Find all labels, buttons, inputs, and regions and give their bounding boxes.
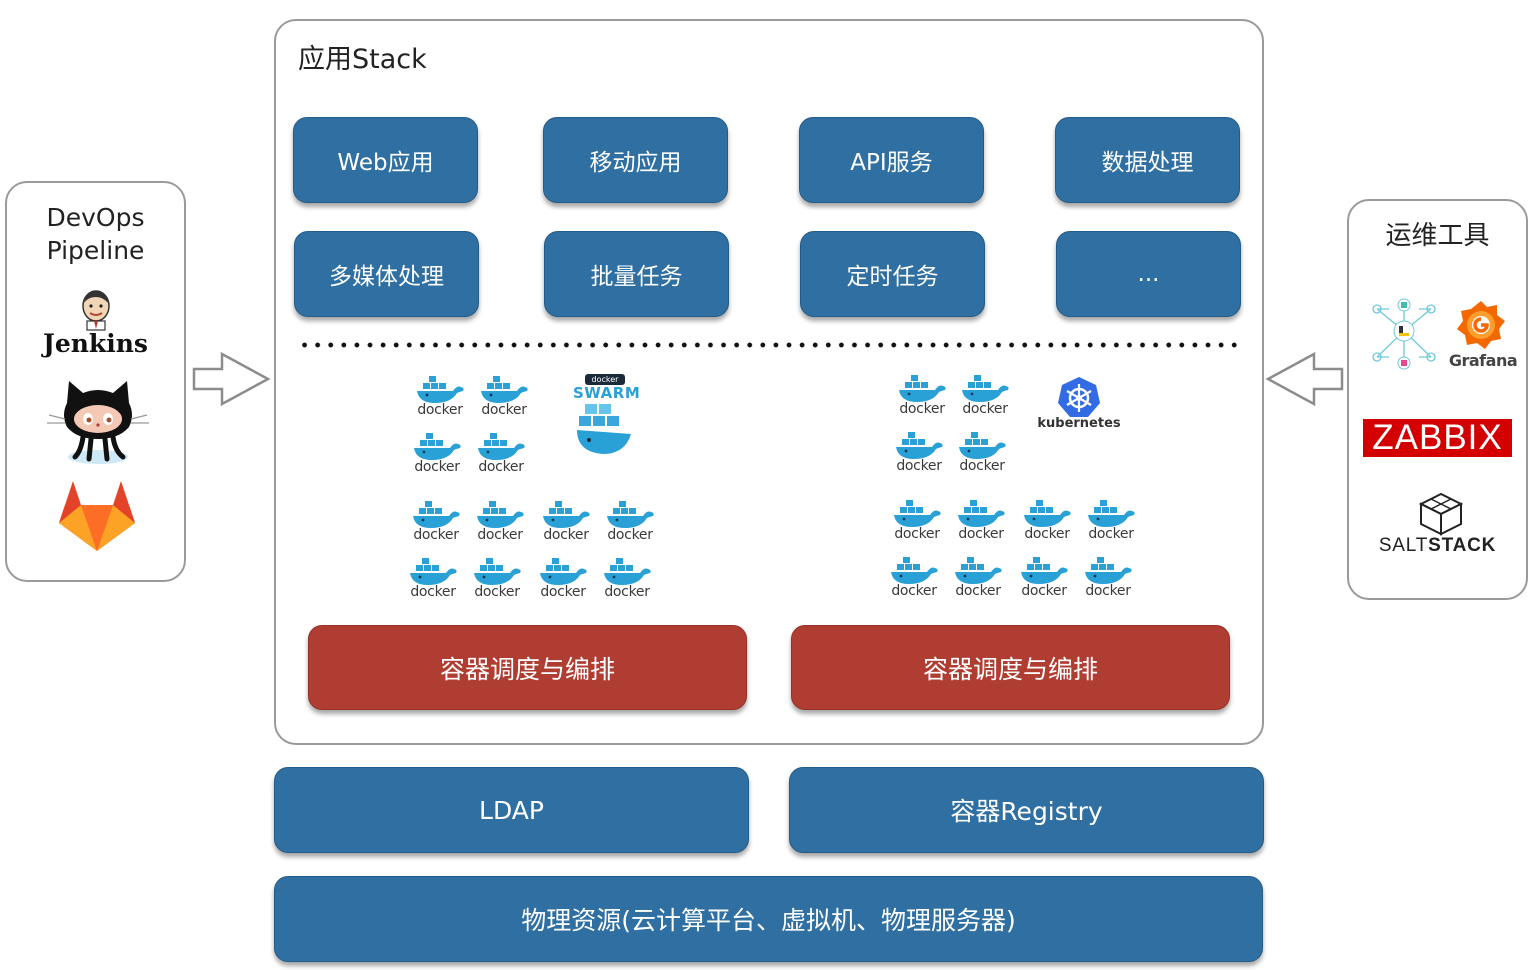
app-stack-title: 应用Stack (298, 44, 427, 75)
swarm-banner: docker (585, 374, 625, 385)
docker-label: docker (1088, 526, 1134, 542)
docker-whale-icon: docker (885, 556, 943, 602)
docker-whale-icon: docker (890, 431, 948, 477)
swarm-whale-icon (577, 404, 631, 454)
docker-label: docker (959, 458, 1005, 474)
docker-whale-icon: docker (893, 374, 951, 420)
docker-whale-icon: docker (888, 499, 946, 545)
ops-tools-panel: 运维工具 Grafana ZABBIX SALTSTACK (1347, 199, 1528, 600)
docker-label: docker (543, 527, 589, 543)
devops-panel: DevOps Pipeline Jenkins (5, 181, 186, 582)
docker-whale-icon: docker (1018, 499, 1076, 545)
docker-label: docker (894, 526, 940, 542)
docker-label: docker (417, 402, 463, 418)
jenkins-icon (82, 290, 110, 331)
docker-label: docker (955, 583, 1001, 599)
docker-label: docker (962, 401, 1008, 417)
app-box-batch[interactable]: 批量任务 (544, 231, 729, 317)
orchestration-box-k8s[interactable]: 容器调度与编排 (791, 625, 1230, 710)
docker-whale-icon: docker (471, 500, 529, 546)
docker-whale-icon: docker (472, 432, 530, 478)
docker-swarm-logo: docker SWARM (573, 374, 641, 458)
docker-label: docker (958, 526, 1004, 542)
elk-icon (1372, 298, 1436, 370)
docker-label: docker (477, 527, 523, 543)
docker-whale-icon: docker (404, 557, 462, 603)
ldap-box[interactable]: LDAP (274, 767, 749, 853)
grafana-icon (1457, 301, 1505, 349)
kubernetes-label: kubernetes (1037, 416, 1121, 431)
docker-whale-icon: docker (601, 500, 659, 546)
docker-label: docker (604, 584, 650, 600)
docker-whale-icon: docker (534, 557, 592, 603)
jenkins-logo: Jenkins (7, 289, 184, 359)
docker-label: docker (478, 459, 524, 475)
docker-label: docker (414, 459, 460, 475)
docker-label: docker (481, 402, 527, 418)
orchestration-box-swarm[interactable]: 容器调度与编排 (308, 625, 747, 710)
docker-whale-icon: docker (408, 432, 466, 478)
docker-label: docker (1085, 583, 1131, 599)
docker-whale-icon: docker (411, 375, 469, 421)
saltstack-icon (1418, 492, 1464, 536)
ops-tools-title: 运维工具 (1385, 221, 1490, 251)
kubernetes-logo: kubernetes (1036, 376, 1122, 432)
docker-whale-icon: docker (598, 557, 656, 603)
docker-label: docker (1021, 583, 1067, 599)
app-box-mobile[interactable]: 移动应用 (543, 117, 728, 203)
docker-label: docker (413, 527, 459, 543)
docker-whale-icon: docker (1079, 556, 1137, 602)
physical-resources-box[interactable]: 物理资源(云计算平台、虚拟机、物理服务器) (274, 876, 1263, 962)
app-box-web[interactable]: Web应用 (293, 117, 478, 203)
docker-label: docker (899, 401, 945, 417)
app-box-more[interactable]: ... (1056, 231, 1241, 317)
zabbix-logo: ZABBIX (1363, 419, 1512, 457)
docker-whale-icon: docker (537, 500, 595, 546)
right-arrow-icon (192, 351, 271, 407)
app-box-data[interactable]: 数据处理 (1055, 117, 1240, 203)
saltstack-label: SALTSTACK (1378, 535, 1497, 556)
left-arrow-icon (1265, 351, 1344, 407)
docker-label: docker (607, 527, 653, 543)
docker-label: docker (540, 584, 586, 600)
docker-label: docker (410, 584, 456, 600)
devops-title: DevOps Pipeline (46, 203, 145, 265)
docker-whale-icon: docker (953, 431, 1011, 477)
docker-whale-icon: docker (952, 499, 1010, 545)
docker-whale-icon: docker (1015, 556, 1073, 602)
kubernetes-icon (1058, 377, 1100, 417)
gitlab-icon (59, 481, 135, 551)
docker-label: docker (1024, 526, 1070, 542)
dotted-divider (298, 342, 1238, 348)
swarm-label: SWARM (573, 384, 641, 402)
docker-label: docker (891, 583, 937, 599)
docker-whale-icon: docker (475, 375, 533, 421)
docker-whale-icon: docker (1082, 499, 1140, 545)
app-box-media[interactable]: 多媒体处理 (294, 231, 479, 317)
github-octocat-icon (47, 381, 149, 464)
docker-whale-icon: docker (468, 557, 526, 603)
grafana-label: Grafana (1448, 351, 1518, 370)
app-box-api[interactable]: API服务 (799, 117, 984, 203)
registry-box[interactable]: 容器Registry (789, 767, 1264, 853)
docker-whale-icon: docker (407, 500, 465, 546)
docker-whale-icon: docker (956, 374, 1014, 420)
docker-label: docker (474, 584, 520, 600)
docker-whale-icon: docker (949, 556, 1007, 602)
docker-label: docker (896, 458, 942, 474)
app-box-cron[interactable]: 定时任务 (800, 231, 985, 317)
jenkins-label: Jenkins (43, 329, 148, 358)
